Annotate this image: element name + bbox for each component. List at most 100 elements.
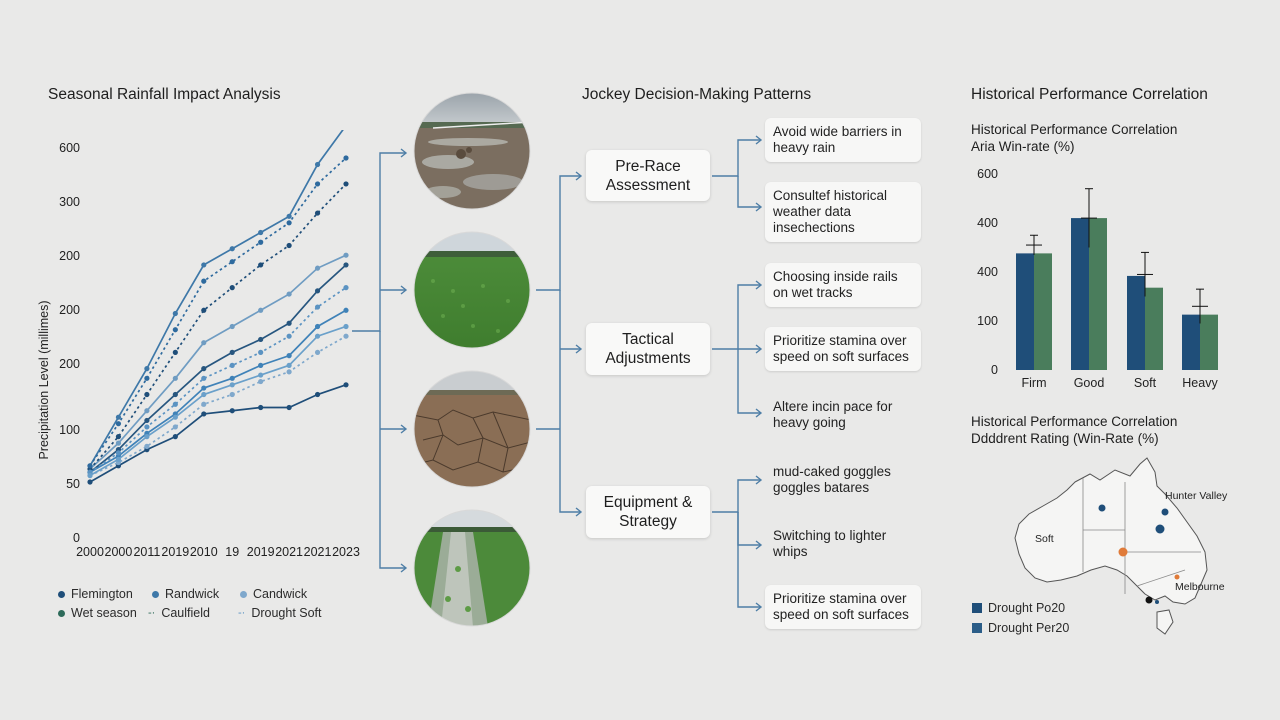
connector xyxy=(712,284,760,350)
connector xyxy=(737,349,760,414)
map-subtitle: Ddddrent Rating (Win-Rate (%) xyxy=(971,431,1159,446)
legend-item-wet-season: Wet season xyxy=(58,606,137,620)
y-axis-label: Precipitation Level (millimes) xyxy=(37,300,51,459)
decision-prioritize-stamina: Prioritize stamina over speed on soft su… xyxy=(765,327,921,371)
stage-equipment-strategy: Equipment & Strategy xyxy=(586,486,710,538)
series-line xyxy=(89,309,347,474)
series-point xyxy=(314,304,321,310)
series-point xyxy=(258,378,264,385)
legend-marker xyxy=(972,603,982,613)
x-tick-label: 2023 xyxy=(332,545,360,559)
bar-chart-subtitle: Aria Win-rate (%) xyxy=(971,139,1075,154)
series-point xyxy=(115,456,122,462)
connector xyxy=(737,512,760,608)
bar-chart-title: Historical Performance Correlation xyxy=(971,122,1178,137)
legend-label: Wet season xyxy=(71,606,137,620)
map-label-hunter-valley: Hunter Valley xyxy=(1165,490,1228,502)
series-point xyxy=(314,333,321,339)
x-tick-label: 2021 xyxy=(304,545,332,559)
series-point xyxy=(258,262,264,268)
series-point xyxy=(115,421,122,427)
series-point xyxy=(286,213,292,219)
x-tick-label: 2000 xyxy=(105,545,133,559)
series-point xyxy=(229,259,235,265)
series-point xyxy=(115,434,122,440)
flooded-track-photo xyxy=(413,92,531,210)
series-point xyxy=(144,366,150,372)
series-point xyxy=(286,220,292,226)
x-tick-label: Good xyxy=(1074,376,1105,390)
series-point xyxy=(343,181,349,187)
legend-marker xyxy=(240,590,247,598)
series-point xyxy=(201,411,207,417)
legend-label: Drought Soft xyxy=(251,606,322,620)
series-point xyxy=(314,349,321,355)
series-point xyxy=(201,401,207,407)
y-tick-label: 400 xyxy=(977,216,998,230)
australia-outline xyxy=(1014,457,1208,605)
map-label-soft: Soft xyxy=(1035,533,1054,545)
legend-item-randwick: Randwick xyxy=(152,587,219,601)
series-point xyxy=(343,323,349,330)
x-tick-label: 2010 xyxy=(190,545,218,559)
map-title: Historical Performance Correlation xyxy=(971,414,1178,429)
series-point xyxy=(172,391,178,398)
decision-prioritize-stamina-2: Prioritize stamina over speed on soft su… xyxy=(765,585,921,629)
jockey-section-title: Jockey Decision-Making Patterns xyxy=(582,86,812,103)
series-point xyxy=(172,434,178,440)
waterlogged-turf-photo xyxy=(413,509,531,627)
legend-marker: -· xyxy=(148,607,156,619)
x-tick-label: Heavy xyxy=(1182,376,1218,390)
map-marker-orange xyxy=(1118,547,1128,557)
series-point xyxy=(343,262,349,268)
series-point xyxy=(87,472,93,479)
series-line xyxy=(89,383,347,483)
y-tick-label: 100 xyxy=(59,423,80,437)
series-point xyxy=(258,404,264,411)
x-tick-label: 2011 xyxy=(133,545,160,559)
series-point xyxy=(201,278,207,284)
x-tick-label: 2000 xyxy=(76,545,104,559)
series-point xyxy=(172,401,178,407)
series-point xyxy=(343,307,349,313)
x-tick-label: Firm xyxy=(1022,376,1047,390)
series-point xyxy=(258,362,264,368)
x-tick-label: Soft xyxy=(1134,376,1157,390)
series-point xyxy=(314,181,321,187)
legend-item-caulfield: -· Caulfield xyxy=(148,606,210,620)
decision-avoid-wide-barriers: Avoid wide barriers in heavy rain xyxy=(765,118,921,162)
series-point xyxy=(115,440,122,446)
state-borders xyxy=(1082,478,1201,594)
series-point xyxy=(172,349,178,355)
series-point xyxy=(144,417,150,424)
x-tick-label: 19 xyxy=(225,545,239,559)
legend-label: Candwick xyxy=(253,587,308,601)
legend-marker xyxy=(58,590,65,598)
series-point xyxy=(343,382,349,388)
historical-section-title: Historical Performance Correlation xyxy=(971,86,1208,103)
series-point xyxy=(201,307,207,313)
series-point xyxy=(343,252,349,258)
series-point xyxy=(343,333,349,339)
connector xyxy=(737,176,760,208)
legend-marker xyxy=(58,609,65,617)
tasmania-outline xyxy=(1156,609,1174,635)
map-marker-orange xyxy=(1174,574,1180,580)
bar xyxy=(1127,275,1145,370)
stage-pre-race-assessment: Pre-Race Assessment xyxy=(586,150,710,201)
series-point xyxy=(314,288,321,294)
series-point xyxy=(229,391,235,398)
series-point xyxy=(172,327,178,333)
bar xyxy=(1016,253,1034,370)
series-point xyxy=(286,242,292,249)
series-point xyxy=(172,310,178,317)
series-point xyxy=(286,353,292,359)
bar xyxy=(1182,314,1200,370)
series-point xyxy=(314,161,321,168)
series-point xyxy=(229,246,235,252)
rainfall-section-title: Seasonal Rainfall Impact Analysis xyxy=(48,86,281,103)
series-point xyxy=(201,391,207,398)
